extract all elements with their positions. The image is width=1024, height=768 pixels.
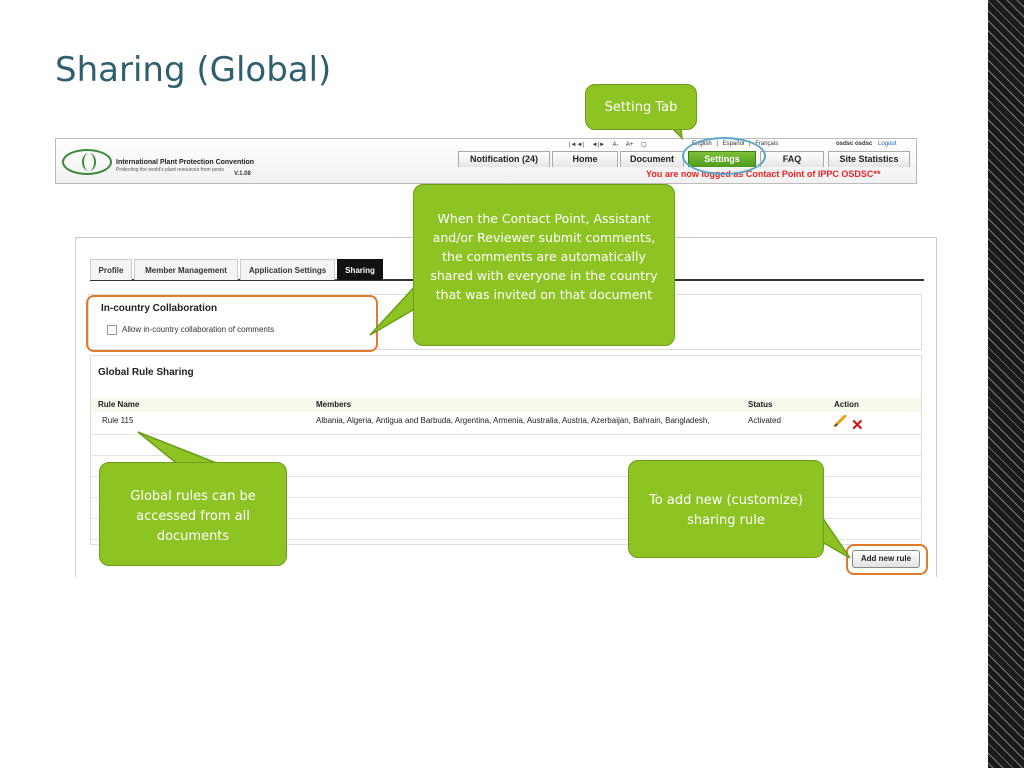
logout-link[interactable]: Logout	[878, 141, 897, 147]
app-header: International Plant Protection Conventio…	[55, 138, 917, 184]
column-status: Status	[748, 400, 773, 409]
nav-notification[interactable]: Notification (24)	[458, 151, 550, 167]
global-rules-callout: Global rules can be accessed from all do…	[99, 462, 287, 566]
contact-point-callout: When the Contact Point, Assistant and/or…	[413, 184, 675, 346]
add-rule-callout: To add new (customize) sharing rule	[628, 460, 824, 558]
font-decrease-button[interactable]: A-	[612, 142, 619, 148]
table-row-empty	[91, 456, 921, 477]
edit-icon[interactable]	[833, 415, 847, 427]
collaboration-highlight-outline	[86, 295, 378, 352]
add-new-rule-button[interactable]: Add new rule	[852, 550, 920, 568]
tab-sharing[interactable]: Sharing	[337, 259, 383, 280]
table-row-empty	[91, 519, 921, 540]
tab-member-management[interactable]: Member Management	[134, 259, 238, 280]
tab-application-settings[interactable]: Application Settings	[240, 259, 335, 280]
table-row[interactable]: Rule 115 Albania, Algeria, Antigua and B…	[91, 414, 921, 435]
user-name: osdsc osdsc	[836, 141, 873, 147]
table-row-empty	[91, 435, 921, 456]
section-title: In-country Collaboration	[101, 303, 218, 314]
setting-tab-callout: Setting Tab	[585, 84, 697, 130]
section-title: Global Rule Sharing	[98, 367, 194, 378]
members-cell: Albania, Algeria, Antigua and Barbuda, A…	[316, 416, 710, 425]
slide-title: Sharing (Global)	[55, 50, 332, 90]
nav-home[interactable]: Home	[552, 151, 618, 167]
nav-site-statistics[interactable]: Site Statistics	[828, 151, 910, 167]
logged-in-message: You are now logged as Contact Point of I…	[646, 169, 881, 179]
checkbox-label: Allow in-country collaboration of commen…	[122, 325, 275, 334]
rule-name-cell[interactable]: Rule 115	[102, 416, 134, 425]
tab-profile[interactable]: Profile	[90, 259, 132, 280]
add-rule-highlight-outline	[846, 544, 928, 575]
table-row-empty	[91, 498, 921, 519]
version-label: V.1.08	[234, 171, 251, 177]
print-icon[interactable]: ▢	[640, 142, 647, 148]
status-cell: Activated	[748, 416, 781, 425]
org-name: International Plant Protection Conventio…	[116, 159, 255, 166]
allow-collaboration-checkbox[interactable]	[107, 325, 117, 335]
prev-next-icon[interactable]: ◄|►	[591, 142, 606, 148]
column-rule-name: Rule Name	[98, 400, 140, 409]
table-row-empty	[91, 477, 921, 498]
accessibility-tools: |◄◄| ◄|► A- A+ ▢	[569, 141, 653, 148]
column-action: Action	[834, 400, 859, 409]
lang-francais[interactable]: Français	[755, 141, 779, 147]
decorative-side-border	[978, 0, 1024, 768]
column-members: Members	[316, 400, 352, 409]
nav-faq[interactable]: FAQ	[760, 151, 824, 167]
table-header: Rule Name Members Status Action	[91, 398, 921, 412]
font-increase-button[interactable]: A+	[625, 142, 634, 148]
first-icon[interactable]: |◄◄|	[569, 142, 584, 148]
ippc-logo-icon	[62, 149, 112, 175]
delete-icon[interactable]: ✕	[851, 417, 864, 434]
org-tagline: Protecting the world's plant resources f…	[116, 167, 224, 173]
settings-highlight-ring	[682, 137, 766, 175]
user-info: osdsc osdsc Logout	[836, 141, 896, 147]
nav-document[interactable]: Document	[620, 151, 684, 167]
